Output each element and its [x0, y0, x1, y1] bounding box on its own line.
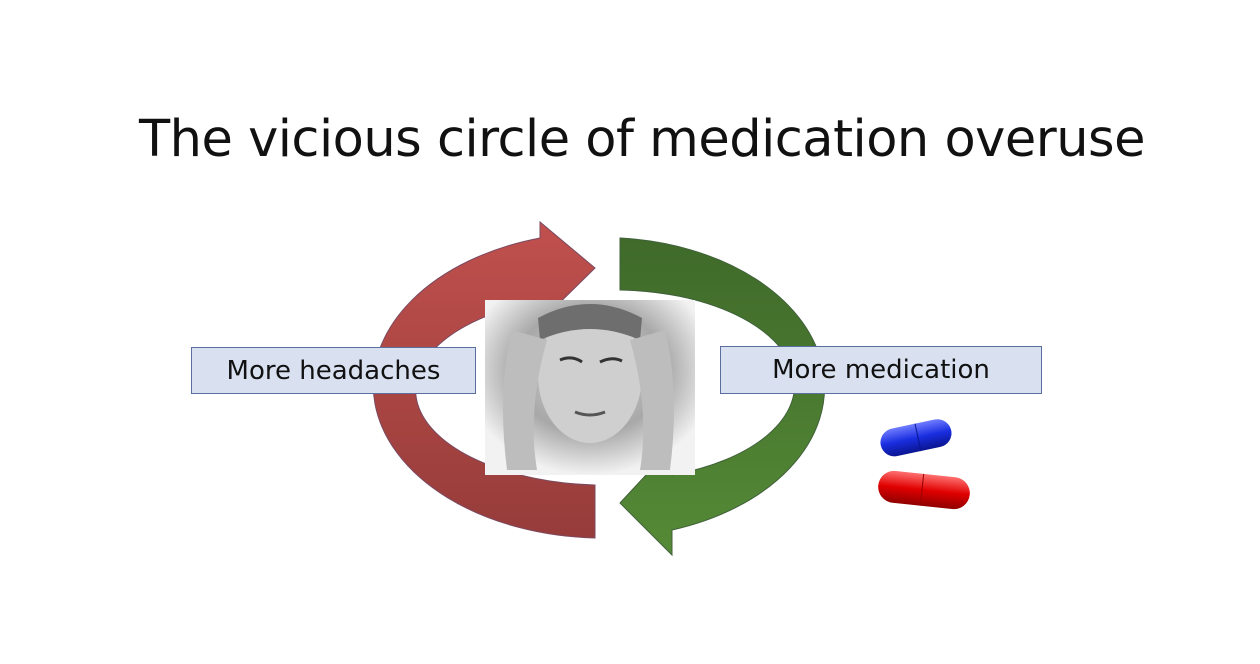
- pills-image: [878, 419, 970, 510]
- headache-woman-image: [485, 300, 695, 475]
- more-medication-box: More medication: [720, 346, 1042, 394]
- more-headaches-box: More headaches: [191, 347, 476, 394]
- slide-title: The vicious circle of medication overuse: [139, 110, 1145, 169]
- green-cycle-arrow: [619, 237, 826, 557]
